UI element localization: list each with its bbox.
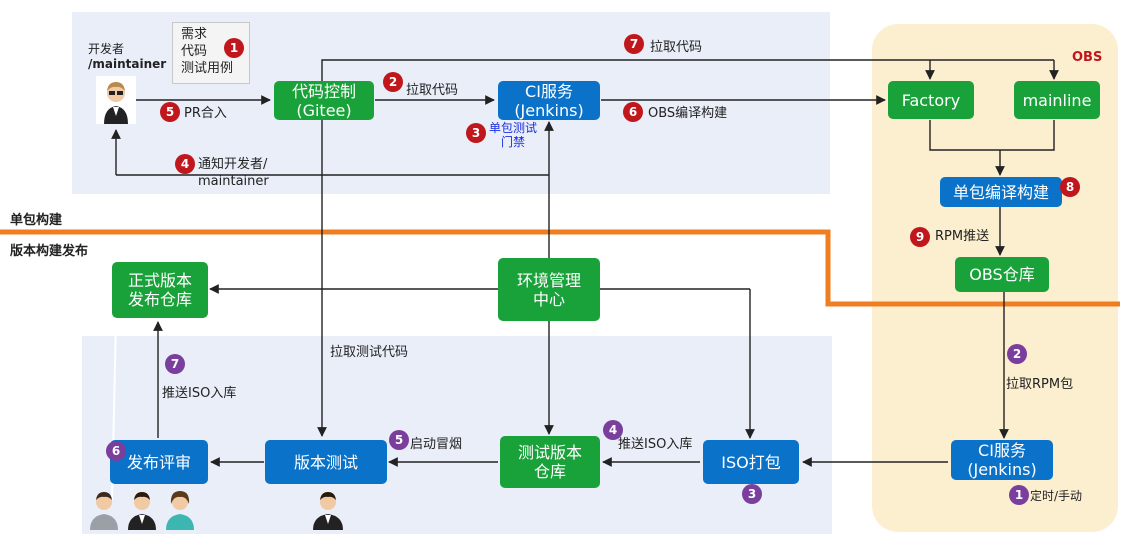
purple-badge-1: 1 [1009,485,1029,505]
purple-badge-5: 5 [389,430,409,450]
release-repo-line1: 正式版本 [127,271,192,290]
tester-avatar [313,492,343,530]
section-label-release-build: 版本构建发布 [10,244,89,259]
red-badge-5: 5 [160,102,180,122]
purple-badge-6: 6 [106,441,126,461]
factory-box: Factory [888,81,974,119]
ci-top-line1: CI服务 [525,81,573,101]
red-badge-8: 8 [1060,177,1080,197]
release-repo-line2: 发布仓库 [127,290,192,309]
version-test-box: 版本测试 [265,440,387,484]
single-compile-box: 单包编译构建 [940,177,1062,207]
test-repo-line1: 测试版本 [517,443,582,462]
edge-label-pull-code-7: 拉取代码 [650,40,703,55]
edge-label-pr-merge: PR合入 [184,106,227,121]
section-label-single-build: 单包构建 [10,213,63,228]
red-badge-3: 3 [466,123,486,143]
reviewer-avatar-3 [166,491,194,530]
red-badge-2: 2 [383,72,403,92]
requirement-line-2: 代码 [181,44,208,59]
mainline-box: mainline [1014,81,1100,119]
requirement-line-1: 需求 [181,27,208,42]
code-control-line2: (Gitee) [296,100,352,120]
gate-line1: 单包测试 [489,121,538,135]
red-badge-6: 6 [623,102,643,122]
developer-avatar [96,76,136,124]
obs-label: OBS [1072,50,1103,65]
edge-label-push-iso-7: 推送ISO入库 [162,386,237,401]
edge-label-timer: 定时/手动 [1030,489,1083,503]
env-center-line2: 中心 [532,289,565,309]
notify-line1: 通知开发者/ [198,157,268,172]
developer-label: 开发者 /maintainer [88,42,166,72]
ci-bottom-box: CI服务 (Jenkins) [951,440,1053,480]
edge-label-gate: 单包测试 门禁 [489,121,537,149]
edge-label-push-iso-4: 推送ISO入库 [618,437,693,452]
ci-top-box: CI服务 (Jenkins) [498,81,600,120]
purple-badge-4: 4 [603,420,623,440]
edge-label-pull-code-1: 拉取代码 [406,83,459,98]
ci-bottom-line1: CI服务 [978,441,1026,460]
red-badge-7: 7 [624,34,644,54]
iso-box: ISO打包 [703,440,799,484]
notify-line2: maintainer [198,174,269,189]
developer-label-line1: 开发者 [88,42,125,56]
red-badge-4: 4 [175,154,195,174]
obs-repo-box: OBS仓库 [955,257,1049,292]
ci-bottom-line2: (Jenkins) [967,460,1037,479]
env-center-box: 环境管理 中心 [498,258,600,321]
env-center-line1: 环境管理 [516,270,581,290]
release-panel [82,336,832,534]
reviewer-avatar-1 [90,492,118,530]
edge-label-rpm-push: RPM推送 [935,229,990,244]
review-box: 发布评审 [110,440,208,484]
reviewer-avatar-2 [128,492,156,530]
release-repo-box: 正式版本 发布仓库 [112,262,208,318]
edge-label-smoke: 启动冒烟 [410,437,463,452]
code-control-line1: 代码控制 [291,81,356,101]
purple-badge-2: 2 [1007,344,1027,364]
gate-line2: 门禁 [501,135,526,149]
developer-label-line2: /maintainer [88,57,167,71]
purple-badge-7: 7 [165,354,185,374]
test-repo-line2: 仓库 [533,462,566,481]
purple-badge-3: 3 [742,484,762,504]
edge-label-notify: 通知开发者/ maintainer [198,156,269,190]
edge-label-pull-test-code: 拉取测试代码 [330,345,409,360]
edge-label-pull-rpm: 拉取RPM包 [1006,377,1074,392]
requirement-line-3: 测试用例 [181,61,234,76]
test-repo-box: 测试版本 仓库 [500,436,600,488]
red-badge-1: 1 [224,38,244,58]
edge-label-obs-compile: OBS编译构建 [648,106,728,121]
code-control-box: 代码控制 (Gitee) [274,81,374,120]
ci-top-line2: (Jenkins) [514,100,584,120]
red-badge-9: 9 [910,227,930,247]
section-divider [0,229,1120,307]
